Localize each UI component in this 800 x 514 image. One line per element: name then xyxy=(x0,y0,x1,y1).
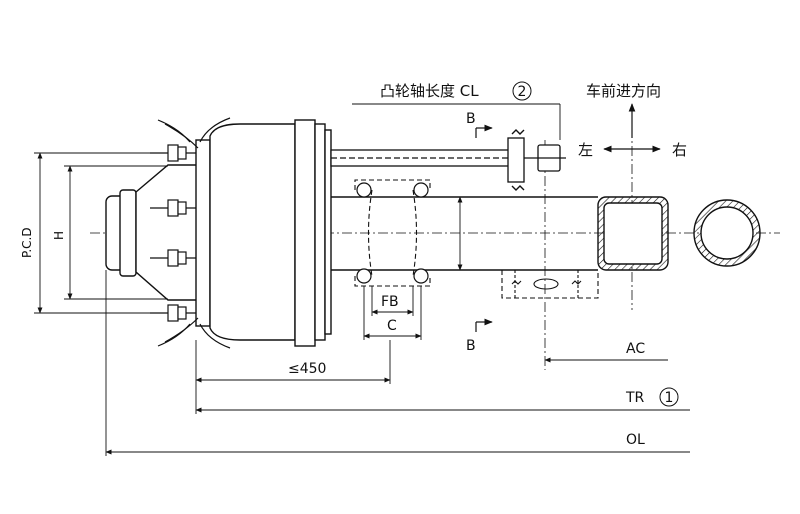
square-tube-inner xyxy=(603,202,663,265)
wheel-stud-upper xyxy=(150,199,196,217)
spring-seat xyxy=(501,270,599,299)
c-label: C xyxy=(387,318,397,334)
ol-label: OL xyxy=(626,432,645,448)
cam-spring xyxy=(511,129,525,191)
h-label: H xyxy=(52,231,66,240)
fb-label: FB xyxy=(381,294,399,310)
round-tube-section xyxy=(693,199,761,267)
section-b-top-label: B xyxy=(466,111,476,127)
section-b-markers xyxy=(475,124,493,332)
tyre-outline xyxy=(157,117,231,349)
wheel-stud-lower xyxy=(150,249,196,267)
pcd-label: P.C.D xyxy=(20,227,34,258)
circle-2-marker xyxy=(512,81,532,101)
cam-bracket xyxy=(507,137,525,183)
le450-label: ≤450 xyxy=(288,361,326,377)
dimension-lines xyxy=(34,103,690,456)
hub-nut xyxy=(119,189,137,277)
ac-label: AC xyxy=(626,341,645,357)
right-label: 右 xyxy=(672,141,687,159)
section-b-bottom-label: B xyxy=(466,338,476,354)
wheel-flange xyxy=(195,139,211,327)
cam-shaft-length-label: 凸轮轴长度 CL xyxy=(380,82,479,100)
axle-beam xyxy=(331,196,669,271)
hub-body xyxy=(135,164,201,301)
tr-label: TR xyxy=(625,390,645,406)
chamber-bracket xyxy=(354,179,431,287)
circle-1-label: 1 xyxy=(665,390,674,406)
brake-drum xyxy=(209,123,296,341)
backing-plate xyxy=(314,123,326,341)
dust-shield xyxy=(324,129,332,335)
dimension-labels: 凸轮轴长度 CL 2 车前进方向 左 右 B B P.C.D H FB C ≤4… xyxy=(20,81,687,448)
forward-direction-label: 车前进方向 xyxy=(586,82,661,100)
direction-arrows xyxy=(603,103,661,153)
cam-shaft xyxy=(330,137,566,183)
drum-rim xyxy=(294,119,316,347)
hub-assembly xyxy=(105,119,332,347)
chamber-bolt-holes xyxy=(356,182,429,284)
circle-1-marker xyxy=(659,387,679,407)
circle-2-label: 2 xyxy=(518,84,527,100)
left-label: 左 xyxy=(578,141,593,159)
